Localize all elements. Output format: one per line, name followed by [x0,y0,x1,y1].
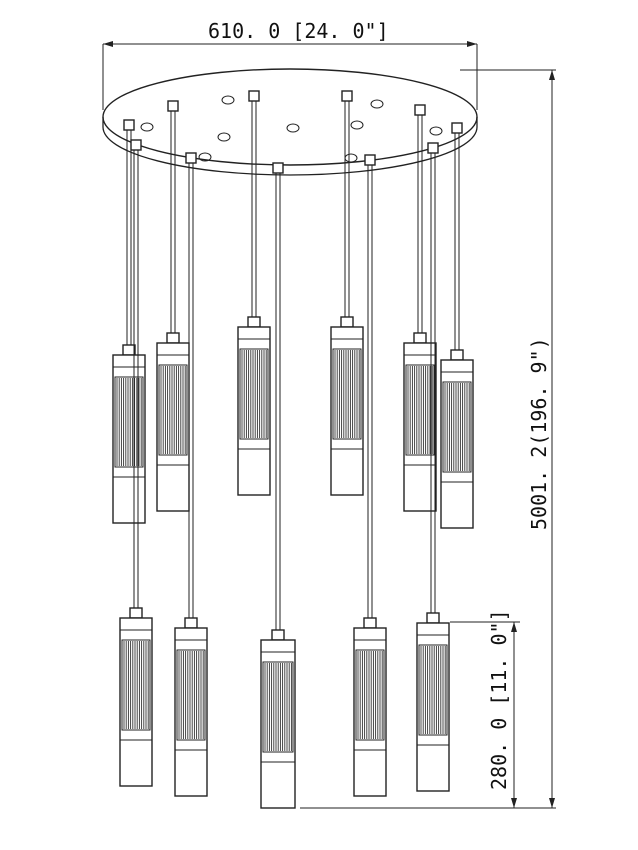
pendant-label: 280. 0 [11. 0"] [487,609,511,790]
connector [340,316,354,328]
mount-cap [185,152,197,164]
pendant [440,122,474,529]
canopy [102,68,478,176]
ribbed-glass [158,364,188,456]
fixture-body [112,354,146,524]
fixture-body [156,342,190,512]
canopy-screw [429,126,443,136]
pendants [112,90,474,809]
connector [413,332,427,344]
mount-cap [341,90,353,102]
width-label: 610. 0 [24. 0"] [208,19,389,43]
connector [129,607,143,619]
height-label: 5001. 2(196. 9") [527,337,551,530]
pendant [156,100,190,512]
ribbed-glass [418,644,448,736]
width-dimension: 610. 0 [24. 0"] [102,19,478,110]
canopy-screw [198,152,212,162]
ribbed-glass [239,348,269,440]
mount-cap [364,154,376,166]
connector [450,349,464,361]
connector [363,617,377,629]
fixture-body [237,326,271,496]
mount-cap [272,162,284,174]
connector [247,316,261,328]
ribbed-glass [332,348,362,440]
canopy-screw [221,95,235,105]
connector [166,332,180,344]
pendant [119,139,153,787]
connector [122,344,136,356]
fixture-body [416,622,450,792]
mount-cap [414,104,426,116]
canopy-screw [286,123,300,133]
ribbed-glass [176,649,206,741]
fixture-body [440,359,474,529]
canopy-screw [217,132,231,142]
connector [271,629,285,641]
fixture-body [353,627,387,797]
connector [426,612,440,624]
ribbed-glass [405,364,435,456]
ribbed-glass [114,376,144,468]
mount-cap [167,100,179,112]
pendant [330,90,364,496]
pendant [237,90,271,496]
canopy-screw [350,120,364,130]
ribbed-glass [262,661,294,753]
canopy-screws [140,95,443,163]
pendant-dimension: 280. 0 [11. 0"] [300,609,520,809]
mount-cap [130,139,142,151]
pendant [112,119,146,524]
canopy-screw [370,99,384,109]
canopy-screw [140,122,154,132]
mount-cap [248,90,260,102]
ribbed-glass [355,649,385,741]
fixture-body [119,617,153,787]
ribbed-glass [121,639,151,731]
mount-cap [123,119,135,131]
pendant [416,142,450,792]
pendant [353,154,387,797]
mount-cap [451,122,463,134]
ribbed-glass [442,381,472,473]
fixture-body [330,326,364,496]
connector [184,617,198,629]
height-dimension: 5001. 2(196. 9") [300,69,556,809]
pendant [260,162,296,809]
fixture-body [174,627,208,797]
mount-cap [427,142,439,154]
pendant [174,152,208,797]
